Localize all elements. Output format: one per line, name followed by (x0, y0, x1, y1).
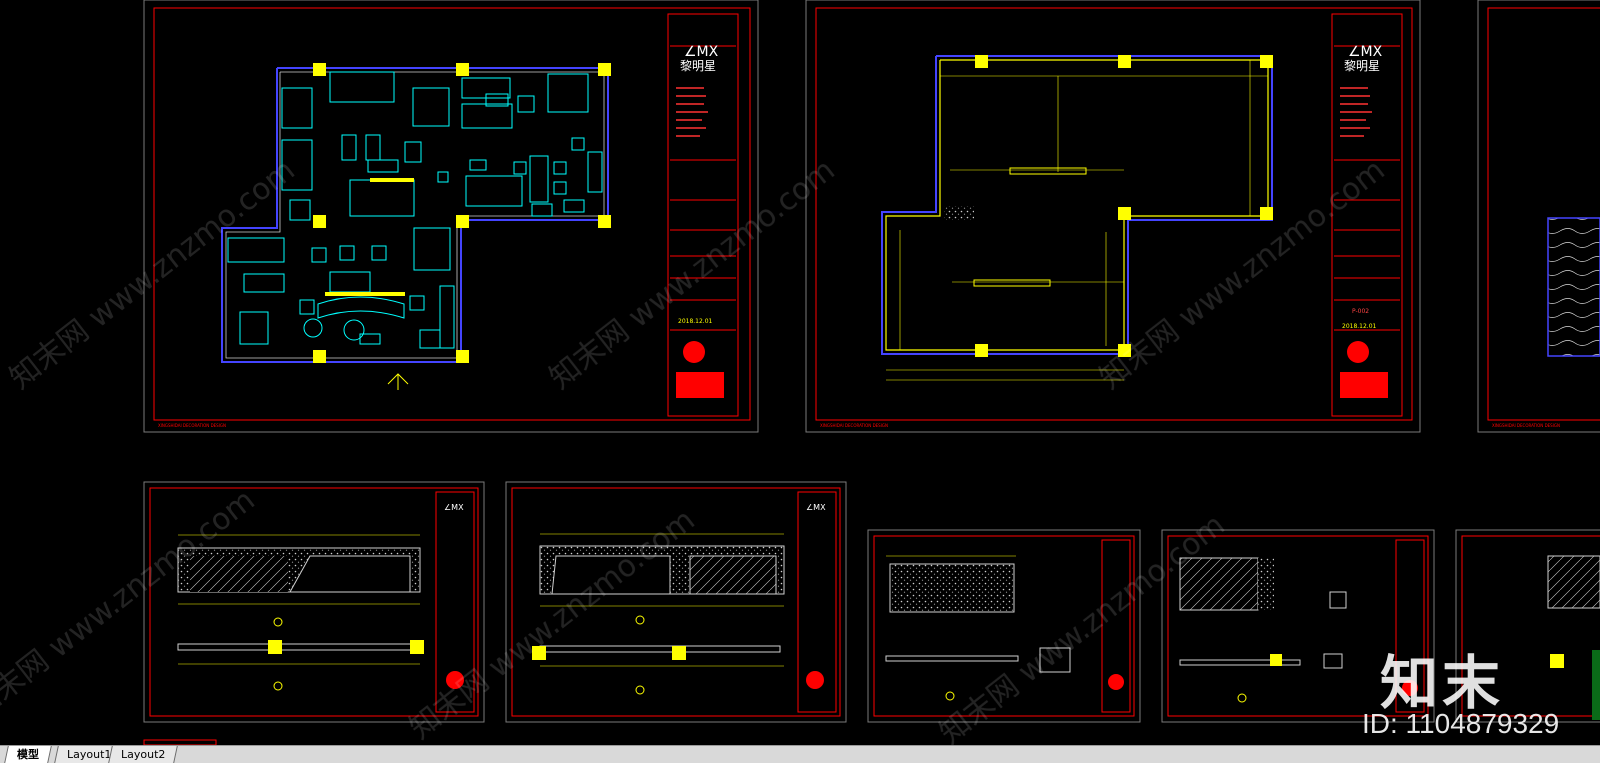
svg-text:知末网 www.znzmo.com: 知末网 www.znzmo.com (1093, 153, 1391, 397)
brand-cn: 黎明星 (1344, 59, 1380, 73)
brand-logo: ∠MX (1348, 44, 1383, 60)
furniture (227, 71, 603, 349)
sheet-footer: XINGSHIDAI DECORATION DESIGN (1492, 423, 1560, 428)
sheet-footer: XINGSHIDAI DECORATION DESIGN (158, 423, 226, 428)
sheet-third-partial[interactable]: XINGSHIDAI DECORATION DESIGN (1477, 0, 1600, 433)
sheet-elevation-e[interactable] (1455, 529, 1600, 723)
tab-model[interactable]: 模型 (4, 746, 52, 763)
drawing-number: P-002 (1352, 308, 1369, 315)
layout-tab-bar: 模型 Layout1 Layout2 (0, 745, 1600, 763)
tab-layout2[interactable]: Layout2 (108, 746, 179, 763)
model-space-canvas[interactable]: ∠MX 黎明星 2018.12.01 XINGSHIDAI DECORATION… (0, 0, 1600, 745)
sheet-elevation-b[interactable]: ∠MX (505, 481, 847, 723)
company-seal-icon (1347, 341, 1369, 363)
svg-text:知末网 www.znzmo.com: 知末网 www.znzmo.com (0, 483, 262, 727)
sheet-furniture-plan[interactable]: ∠MX 黎明星 2018.12.01 XINGSHIDAI DECORATION… (143, 0, 759, 433)
sheet-elevation-c[interactable] (867, 529, 1141, 723)
sheet-date: 2018.12.01 (678, 318, 713, 325)
north-arrow-icon (387, 373, 409, 390)
svg-text:知末网 www.znzmo.com: 知末网 www.znzmo.com (403, 503, 701, 745)
brand-logo: ∠MX (806, 503, 826, 512)
company-seal-icon (683, 341, 705, 363)
brand-logo: ∠MX (684, 44, 719, 60)
brand-logo: ∠MX (444, 503, 464, 512)
sheet-date: 2018.12.01 (1342, 323, 1377, 330)
id-watermark: ID: 1104879329 (1362, 708, 1560, 739)
sheet-footer: XINGSHIDAI DECORATION DESIGN (820, 423, 888, 428)
sheet-elevation-a[interactable]: ∠MX (143, 481, 485, 723)
brand-watermark: 知末 (1380, 649, 1505, 717)
columns (313, 63, 611, 363)
sheet-elevation-d[interactable] (1161, 529, 1435, 723)
svg-text:知末网 www.znzmo.com: 知末网 www.znzmo.com (933, 508, 1231, 745)
title-block: ∠MX 黎明星 P-002 2018.12.01 (1331, 13, 1403, 417)
title-block: ∠MX 黎明星 2018.12.01 (667, 13, 739, 417)
brand-cn: 黎明星 (680, 59, 716, 73)
diagonal-watermarks: 知末网 www.znzmo.com 知末网 www.znzmo.com 知末网 … (0, 153, 1392, 745)
sheet-dimension-plan[interactable]: ∠MX 黎明星 P-002 2018.12.01 XINGSHIDAI DECO… (805, 0, 1421, 433)
